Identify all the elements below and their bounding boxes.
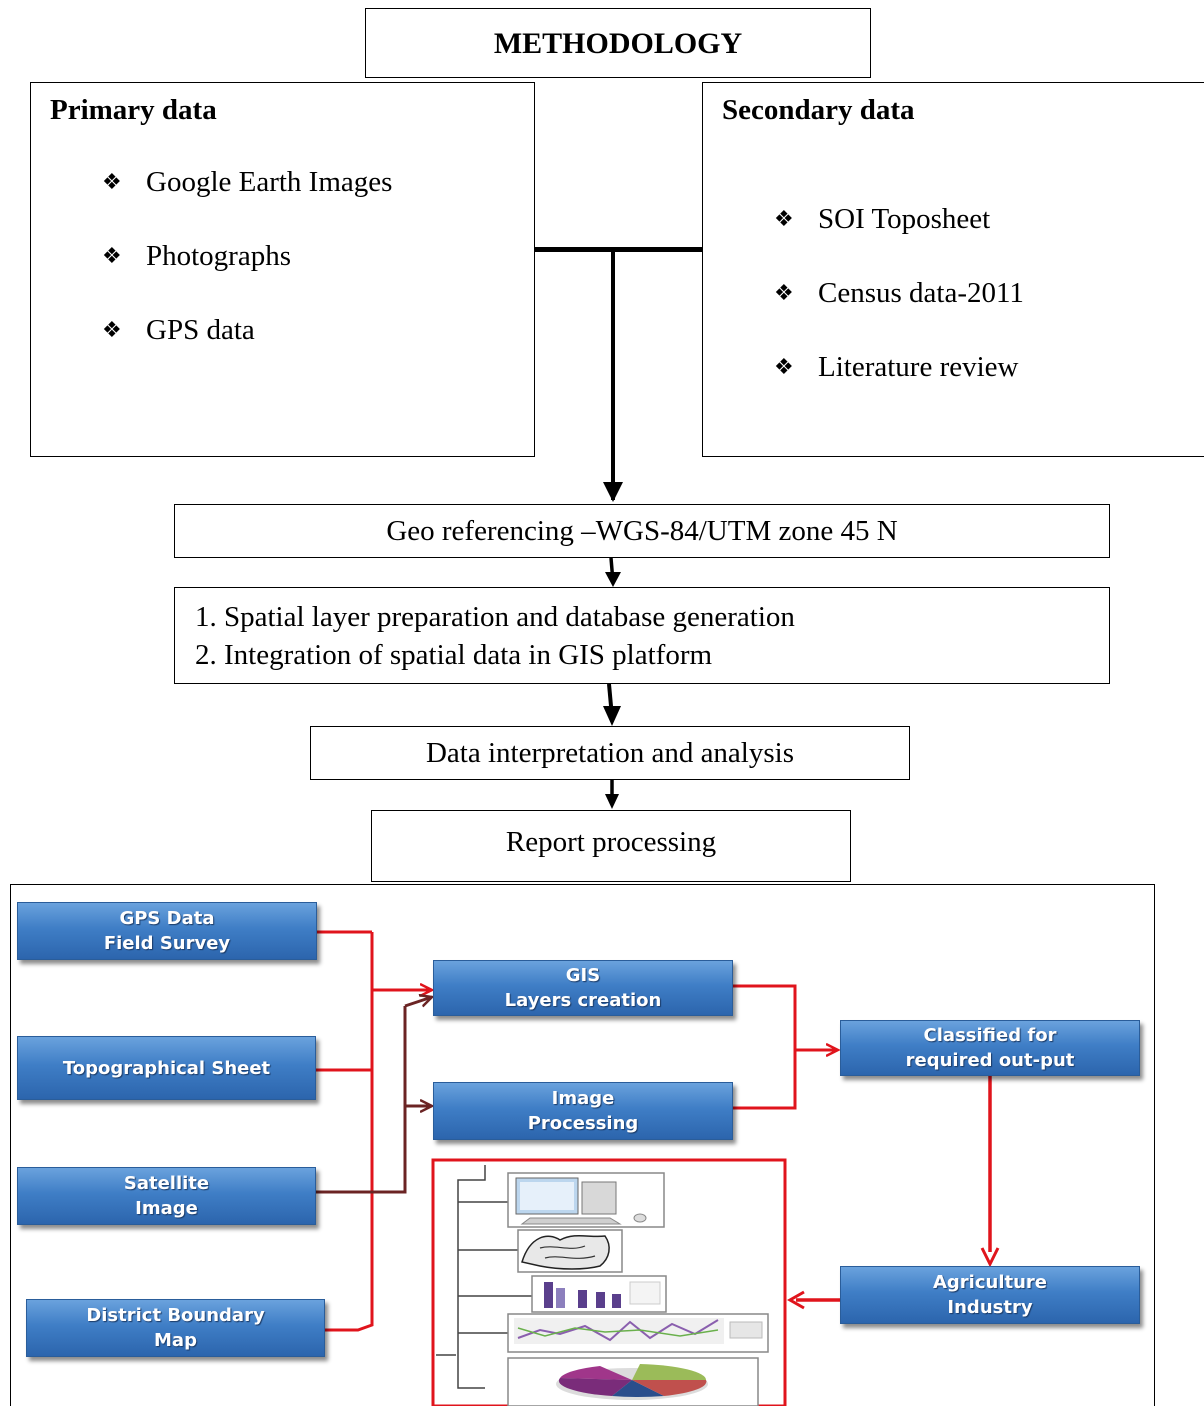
agriculture-to-outputs-arrow — [786, 1290, 840, 1310]
interpretation-box: Data interpretation and analysis — [310, 726, 910, 780]
bar-chart-thumbnail-icon — [531, 1275, 667, 1313]
primary-data-heading: Primary data — [50, 94, 217, 126]
secondary-item: ❖Census data-2011 — [774, 277, 1024, 309]
primary-item: ❖GPS data — [102, 314, 255, 346]
diamond-bullet-icon: ❖ — [774, 355, 794, 380]
line-chart-thumbnail-icon — [507, 1313, 769, 1353]
spatial-steps-box: 1. Spatial layer preparation and databas… — [174, 587, 1110, 684]
diamond-bullet-icon: ❖ — [102, 170, 122, 195]
flow-arrow-down — [605, 780, 619, 809]
methodology-title: METHODOLOGY — [493, 27, 743, 60]
methodology-title-box: METHODOLOGY — [365, 8, 871, 78]
secondary-data-box — [702, 82, 1204, 457]
diamond-bullet-icon: ❖ — [102, 244, 122, 269]
pie-chart-thumbnail-icon — [507, 1357, 759, 1406]
topographical-sheet-box: Topographical Sheet — [17, 1036, 316, 1100]
diamond-bullet-icon: ❖ — [774, 207, 794, 232]
flow-arrow-down — [605, 557, 621, 587]
gis-flowchart-panel — [10, 884, 1155, 1406]
secondary-data-heading: Secondary data — [722, 94, 915, 126]
spatial-step-2: 2. Integration of spatial data in GIS pl… — [195, 639, 713, 671]
merge-connector-red — [733, 984, 838, 1110]
outputs-tree — [436, 1165, 532, 1389]
primary-item: ❖Google Earth Images — [102, 166, 393, 198]
diamond-bullet-icon: ❖ — [102, 318, 122, 343]
primary-item: ❖Photographs — [102, 240, 291, 272]
connector-vertical — [611, 250, 615, 478]
flow-arrow-down — [603, 440, 623, 502]
satellite-connector-brown — [316, 997, 432, 1194]
georeferencing-box: Geo referencing –WGS-84/UTM zone 45 N — [174, 504, 1110, 558]
report-box: Report processing — [371, 810, 851, 882]
spatial-step-1: 1. Spatial layer preparation and databas… — [195, 601, 795, 633]
diamond-bullet-icon: ❖ — [774, 281, 794, 306]
outputs-frame — [431, 1158, 787, 1406]
interpretation-label: Data interpretation and analysis — [425, 737, 794, 769]
secondary-item: ❖SOI Toposheet — [774, 203, 991, 235]
input-connector-red — [316, 930, 432, 1332]
map-thumbnail-icon — [517, 1229, 623, 1273]
secondary-item: ❖Literature review — [774, 351, 1019, 383]
georeferencing-label: Geo referencing –WGS-84/UTM zone 45 N — [386, 515, 898, 547]
report-label: Report processing — [505, 826, 717, 858]
classified-to-agriculture-arrow — [980, 1076, 1000, 1268]
computer-thumbnail-icon — [507, 1172, 665, 1228]
connector-horizontal — [535, 247, 702, 252]
flow-arrow-down — [603, 683, 621, 726]
primary-data-box — [30, 82, 535, 457]
